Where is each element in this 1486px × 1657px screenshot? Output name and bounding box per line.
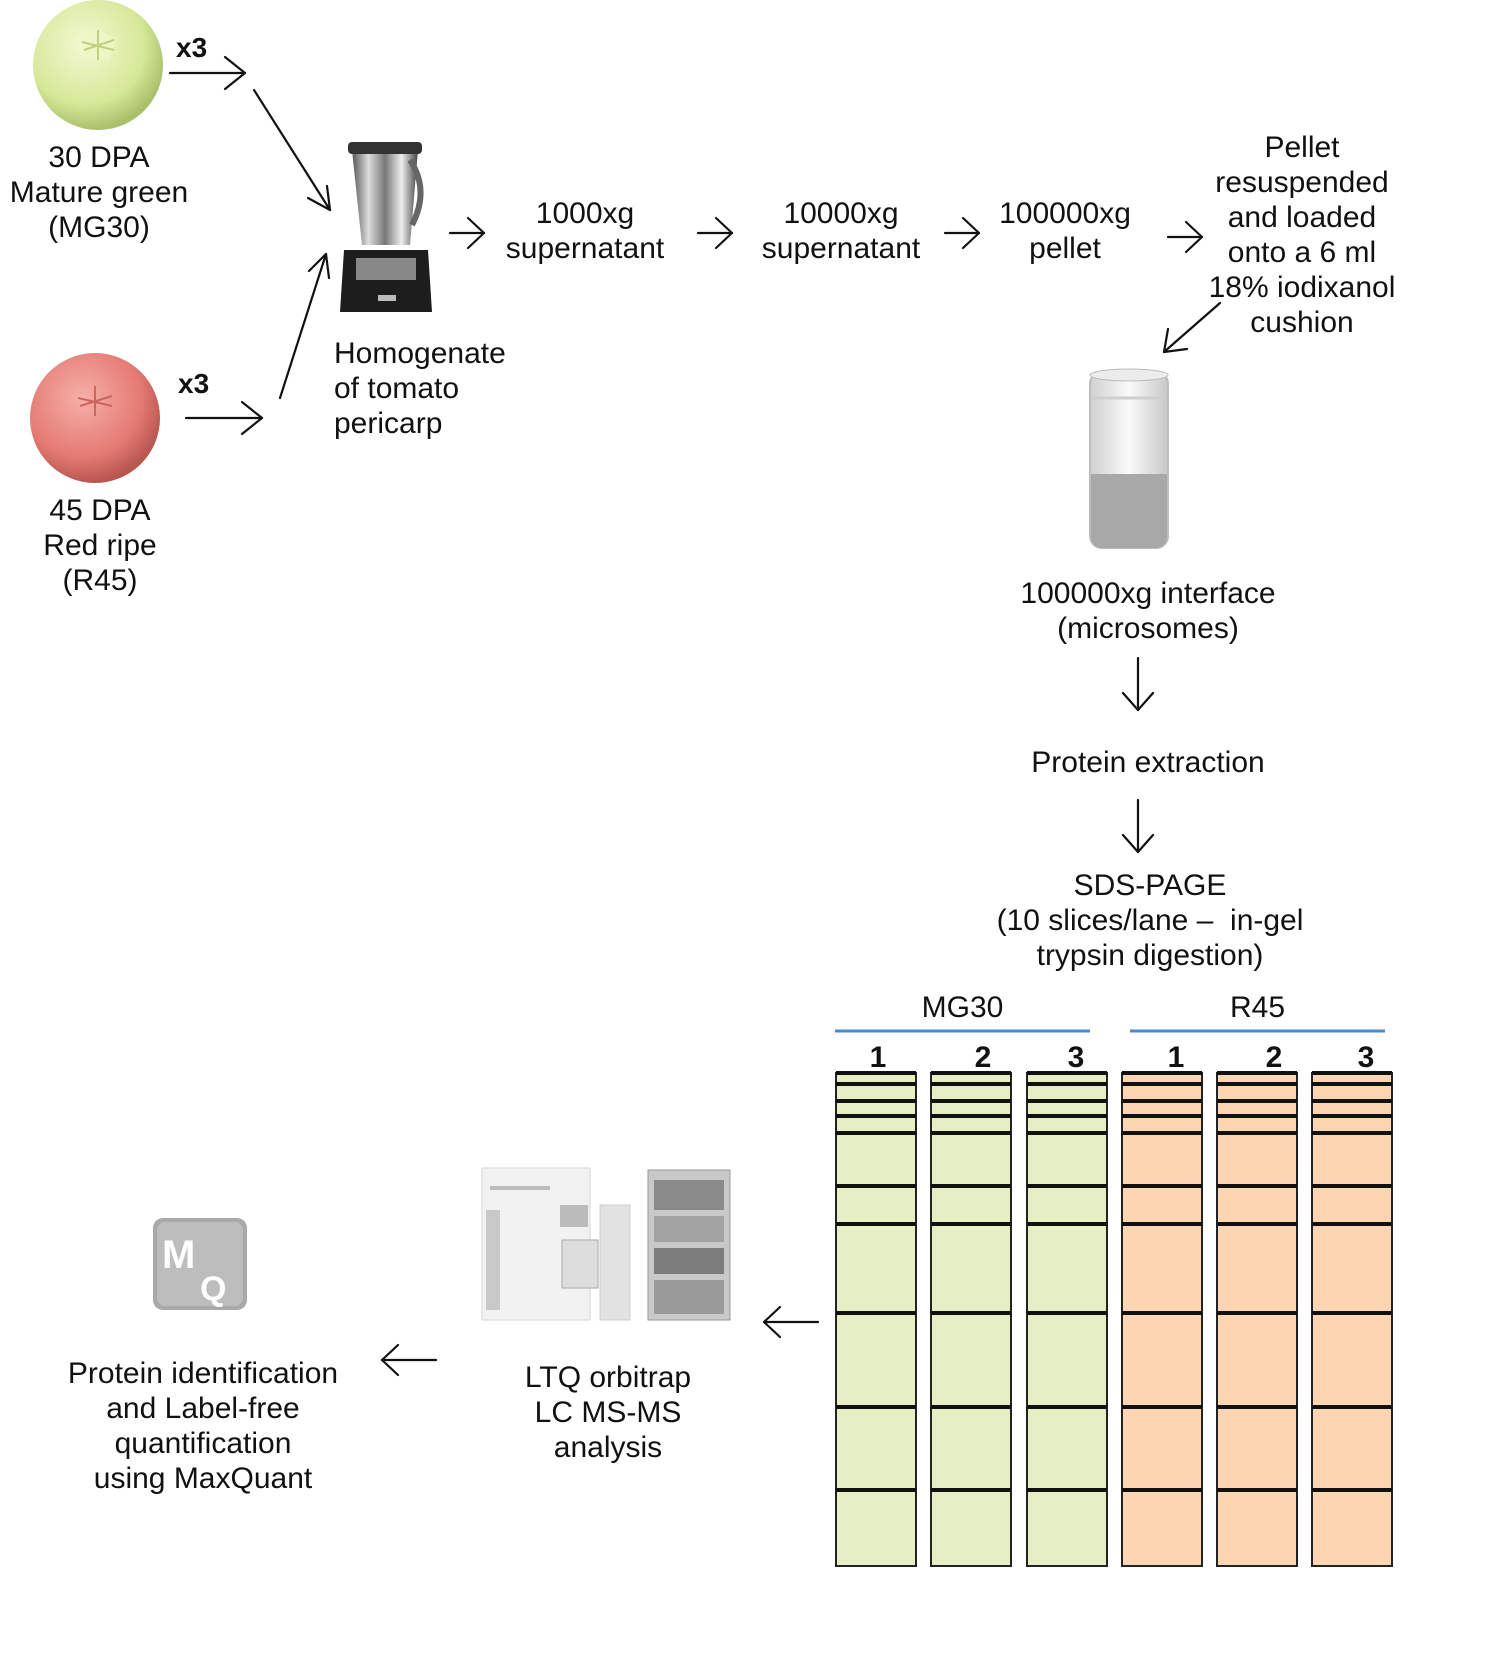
interface-label: 100000xg interface(microsomes)	[1020, 577, 1276, 645]
lane-number: 3	[1357, 1041, 1375, 1074]
arrow-to-step4	[1166, 220, 1204, 254]
gel-group-label-r45: R45	[1229, 991, 1286, 1024]
gel-lane	[930, 1072, 1012, 1567]
arrow-to-protein-extraction	[1121, 656, 1155, 712]
lane-number: 1	[1167, 1041, 1185, 1074]
mature-green-tomato-icon	[33, 0, 163, 130]
gel-lane	[835, 1072, 917, 1567]
arrow-rr-to-blender	[278, 252, 331, 400]
blender-icon	[340, 142, 432, 312]
ms-instrument-icon	[481, 1167, 731, 1321]
gel-group-label-mg30: MG30	[921, 991, 1004, 1024]
red-ripe-tomato-icon	[30, 353, 160, 483]
gel-lane	[1121, 1072, 1203, 1567]
arrow-to-step1	[448, 216, 486, 250]
svg-text:Q: Q	[200, 1270, 226, 1308]
gel-lane	[1311, 1072, 1393, 1567]
lane-number: 1	[869, 1041, 887, 1074]
mg-multiplier: x3	[176, 32, 208, 63]
rr-multiplier: x3	[178, 368, 210, 399]
lane-number: 2	[1265, 1041, 1283, 1074]
protein-extraction-label: Protein extraction	[1031, 746, 1265, 779]
svg-text:M: M	[162, 1233, 195, 1277]
arrow-to-sds-page	[1121, 798, 1155, 854]
sds-page-gel	[835, 1029, 1393, 1567]
arrow-to-step3	[943, 216, 981, 250]
arrow-rr-right	[184, 400, 264, 436]
centrifuge-tube-icon	[1089, 368, 1169, 549]
maxquant-logo: M Q	[153, 1218, 247, 1310]
gel-lane	[1216, 1072, 1298, 1567]
gel-lane	[1026, 1072, 1108, 1567]
arrow-to-tube	[1162, 301, 1222, 354]
lane-number: 2	[974, 1041, 992, 1074]
arrow-to-mq	[380, 1343, 438, 1377]
arrow-mg-to-blender	[252, 88, 332, 212]
arrow-to-step2	[696, 216, 734, 250]
lane-number: 3	[1067, 1041, 1085, 1074]
arrow-mg-right	[168, 55, 247, 91]
arrow-to-ms	[762, 1305, 820, 1339]
